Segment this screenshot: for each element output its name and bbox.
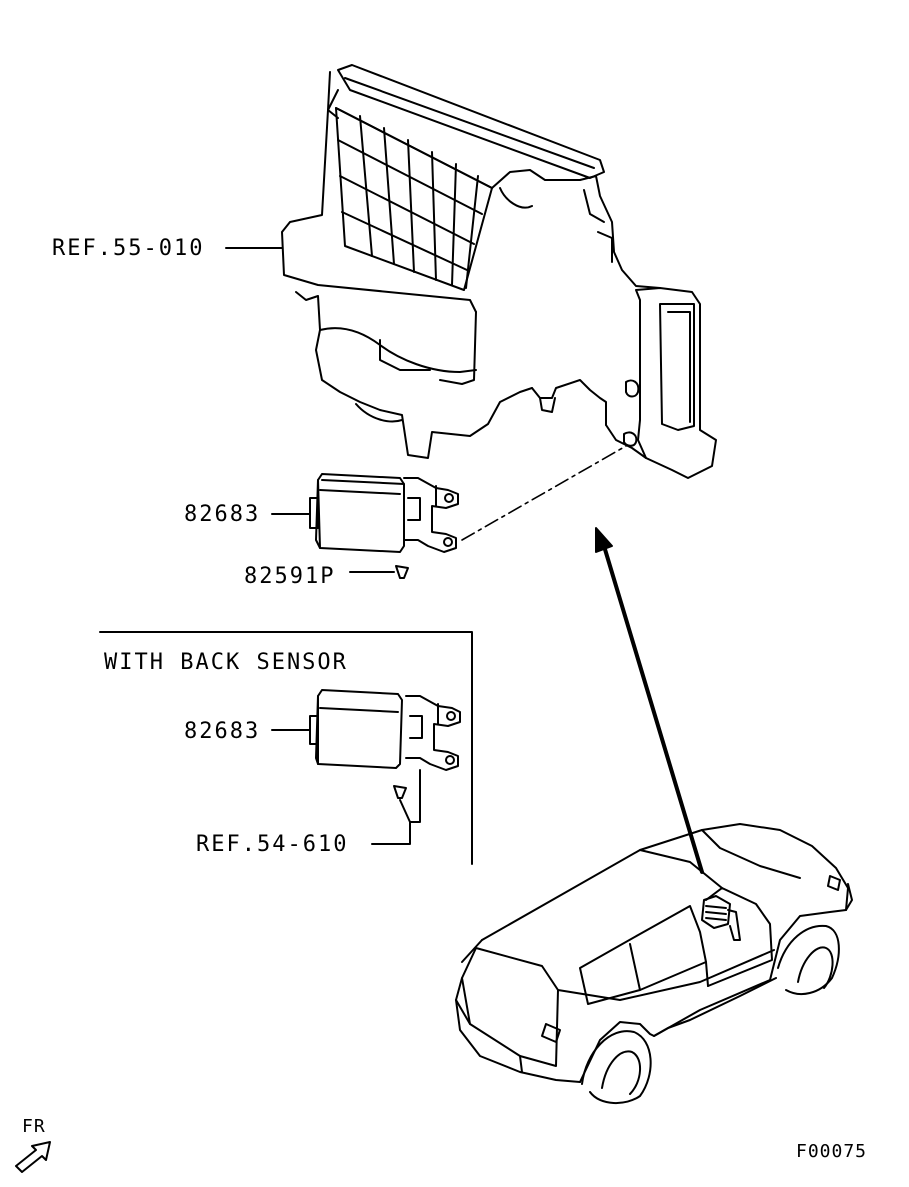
relay-main-drawing xyxy=(310,474,458,578)
inset-frame xyxy=(100,632,472,864)
leader-lines xyxy=(226,248,420,844)
relay-inset-drawing xyxy=(310,690,460,798)
part-number-screw: 82591P xyxy=(244,564,336,589)
vehicle-drawing xyxy=(456,824,852,1103)
ref-bracket-label: REF.54-610 xyxy=(196,832,349,857)
fr-marker-label: FR xyxy=(22,1116,46,1137)
part-number-inset: 82683 xyxy=(184,719,261,744)
inset-title: WITH BACK SENSOR xyxy=(104,650,348,675)
alignment-line xyxy=(462,446,626,540)
hvac-unit-drawing xyxy=(282,65,716,478)
ref-hvac-label: REF.55-010 xyxy=(52,236,205,261)
location-arrow xyxy=(596,528,702,872)
figure-code: F00075 xyxy=(796,1141,868,1162)
front-direction-arrow-icon xyxy=(16,1142,50,1172)
part-number-main: 82683 xyxy=(184,502,261,527)
